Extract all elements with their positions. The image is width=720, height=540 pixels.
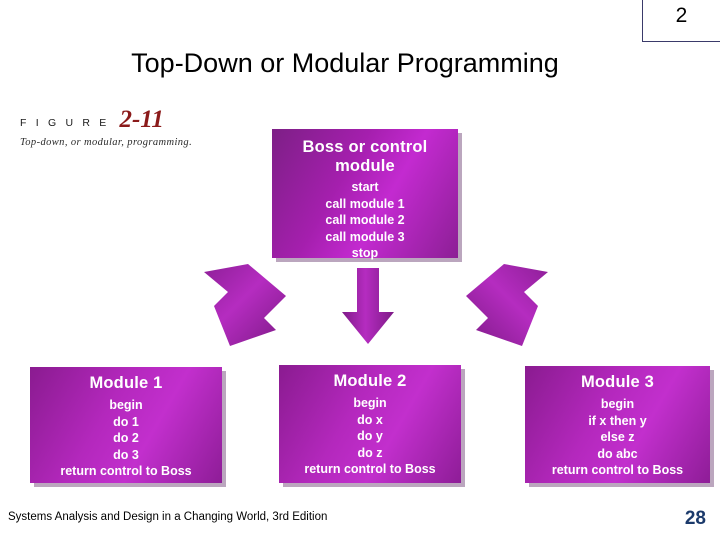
module-2-box: Module 2 begin do x do y do z return con… bbox=[279, 365, 461, 483]
page-title: Top-Down or Modular Programming bbox=[131, 48, 559, 78]
boss-module-title: Boss or control module bbox=[302, 138, 428, 175]
figure-label: F I G U R E bbox=[20, 116, 110, 129]
module-1-title: Module 1 bbox=[89, 374, 163, 392]
module-3-line: return control to Boss bbox=[551, 463, 684, 477]
module-1-line: do 3 bbox=[113, 447, 139, 462]
module-2-line: do x bbox=[357, 412, 383, 427]
slide-number-box: 2 bbox=[642, 0, 720, 42]
module-2-line: return control to Boss bbox=[304, 462, 436, 476]
module-3-line: do abc bbox=[597, 446, 638, 461]
module-1-line: begin bbox=[109, 398, 143, 412]
module-2-line: do z bbox=[357, 445, 383, 460]
module-1-box: Module 1 begin do 1 do 2 do 3 return con… bbox=[30, 367, 222, 483]
arrow-to-module-1-icon bbox=[192, 262, 297, 355]
module-3-title: Module 3 bbox=[580, 373, 655, 391]
slide-number: 2 bbox=[675, 4, 688, 27]
boss-module-line: call module 1 bbox=[325, 196, 405, 211]
module-1-line: return control to Boss bbox=[60, 464, 192, 478]
figure-caption-text: Top-down, or modular, programming. bbox=[20, 136, 193, 148]
footer-page-number: 28 bbox=[684, 508, 706, 529]
boss-module-line: start bbox=[351, 180, 379, 194]
figure-caption: F I G U R E 2-11 Top-down, or modular, p… bbox=[20, 106, 235, 148]
boss-module-line: call module 2 bbox=[325, 213, 405, 227]
arrow-to-module-3-icon bbox=[455, 262, 560, 355]
module-1-line: do 1 bbox=[113, 414, 139, 429]
boss-module-line: stop bbox=[351, 246, 379, 260]
module-2-line: do y bbox=[357, 429, 383, 443]
boss-control-module-box: Boss or control module start call module… bbox=[272, 129, 458, 260]
module-1-line: do 2 bbox=[113, 431, 139, 445]
arrow-to-module-2-icon bbox=[340, 268, 396, 351]
figure-label-line: F I G U R E 2-11 bbox=[20, 106, 235, 133]
module-2-line: begin bbox=[353, 396, 387, 410]
module-3-line: if x then y bbox=[588, 413, 647, 428]
module-2-title: Module 2 bbox=[333, 372, 407, 390]
boss-module-line: call module 3 bbox=[325, 229, 405, 244]
module-3-line: else z bbox=[600, 430, 635, 444]
module-3-box: Module 3 begin if x then y else z do abc… bbox=[525, 366, 710, 483]
module-3-line: begin bbox=[600, 397, 635, 411]
figure-number: 2-11 bbox=[119, 106, 164, 133]
footer-source-text: Systems Analysis and Design in a Changin… bbox=[8, 511, 328, 523]
